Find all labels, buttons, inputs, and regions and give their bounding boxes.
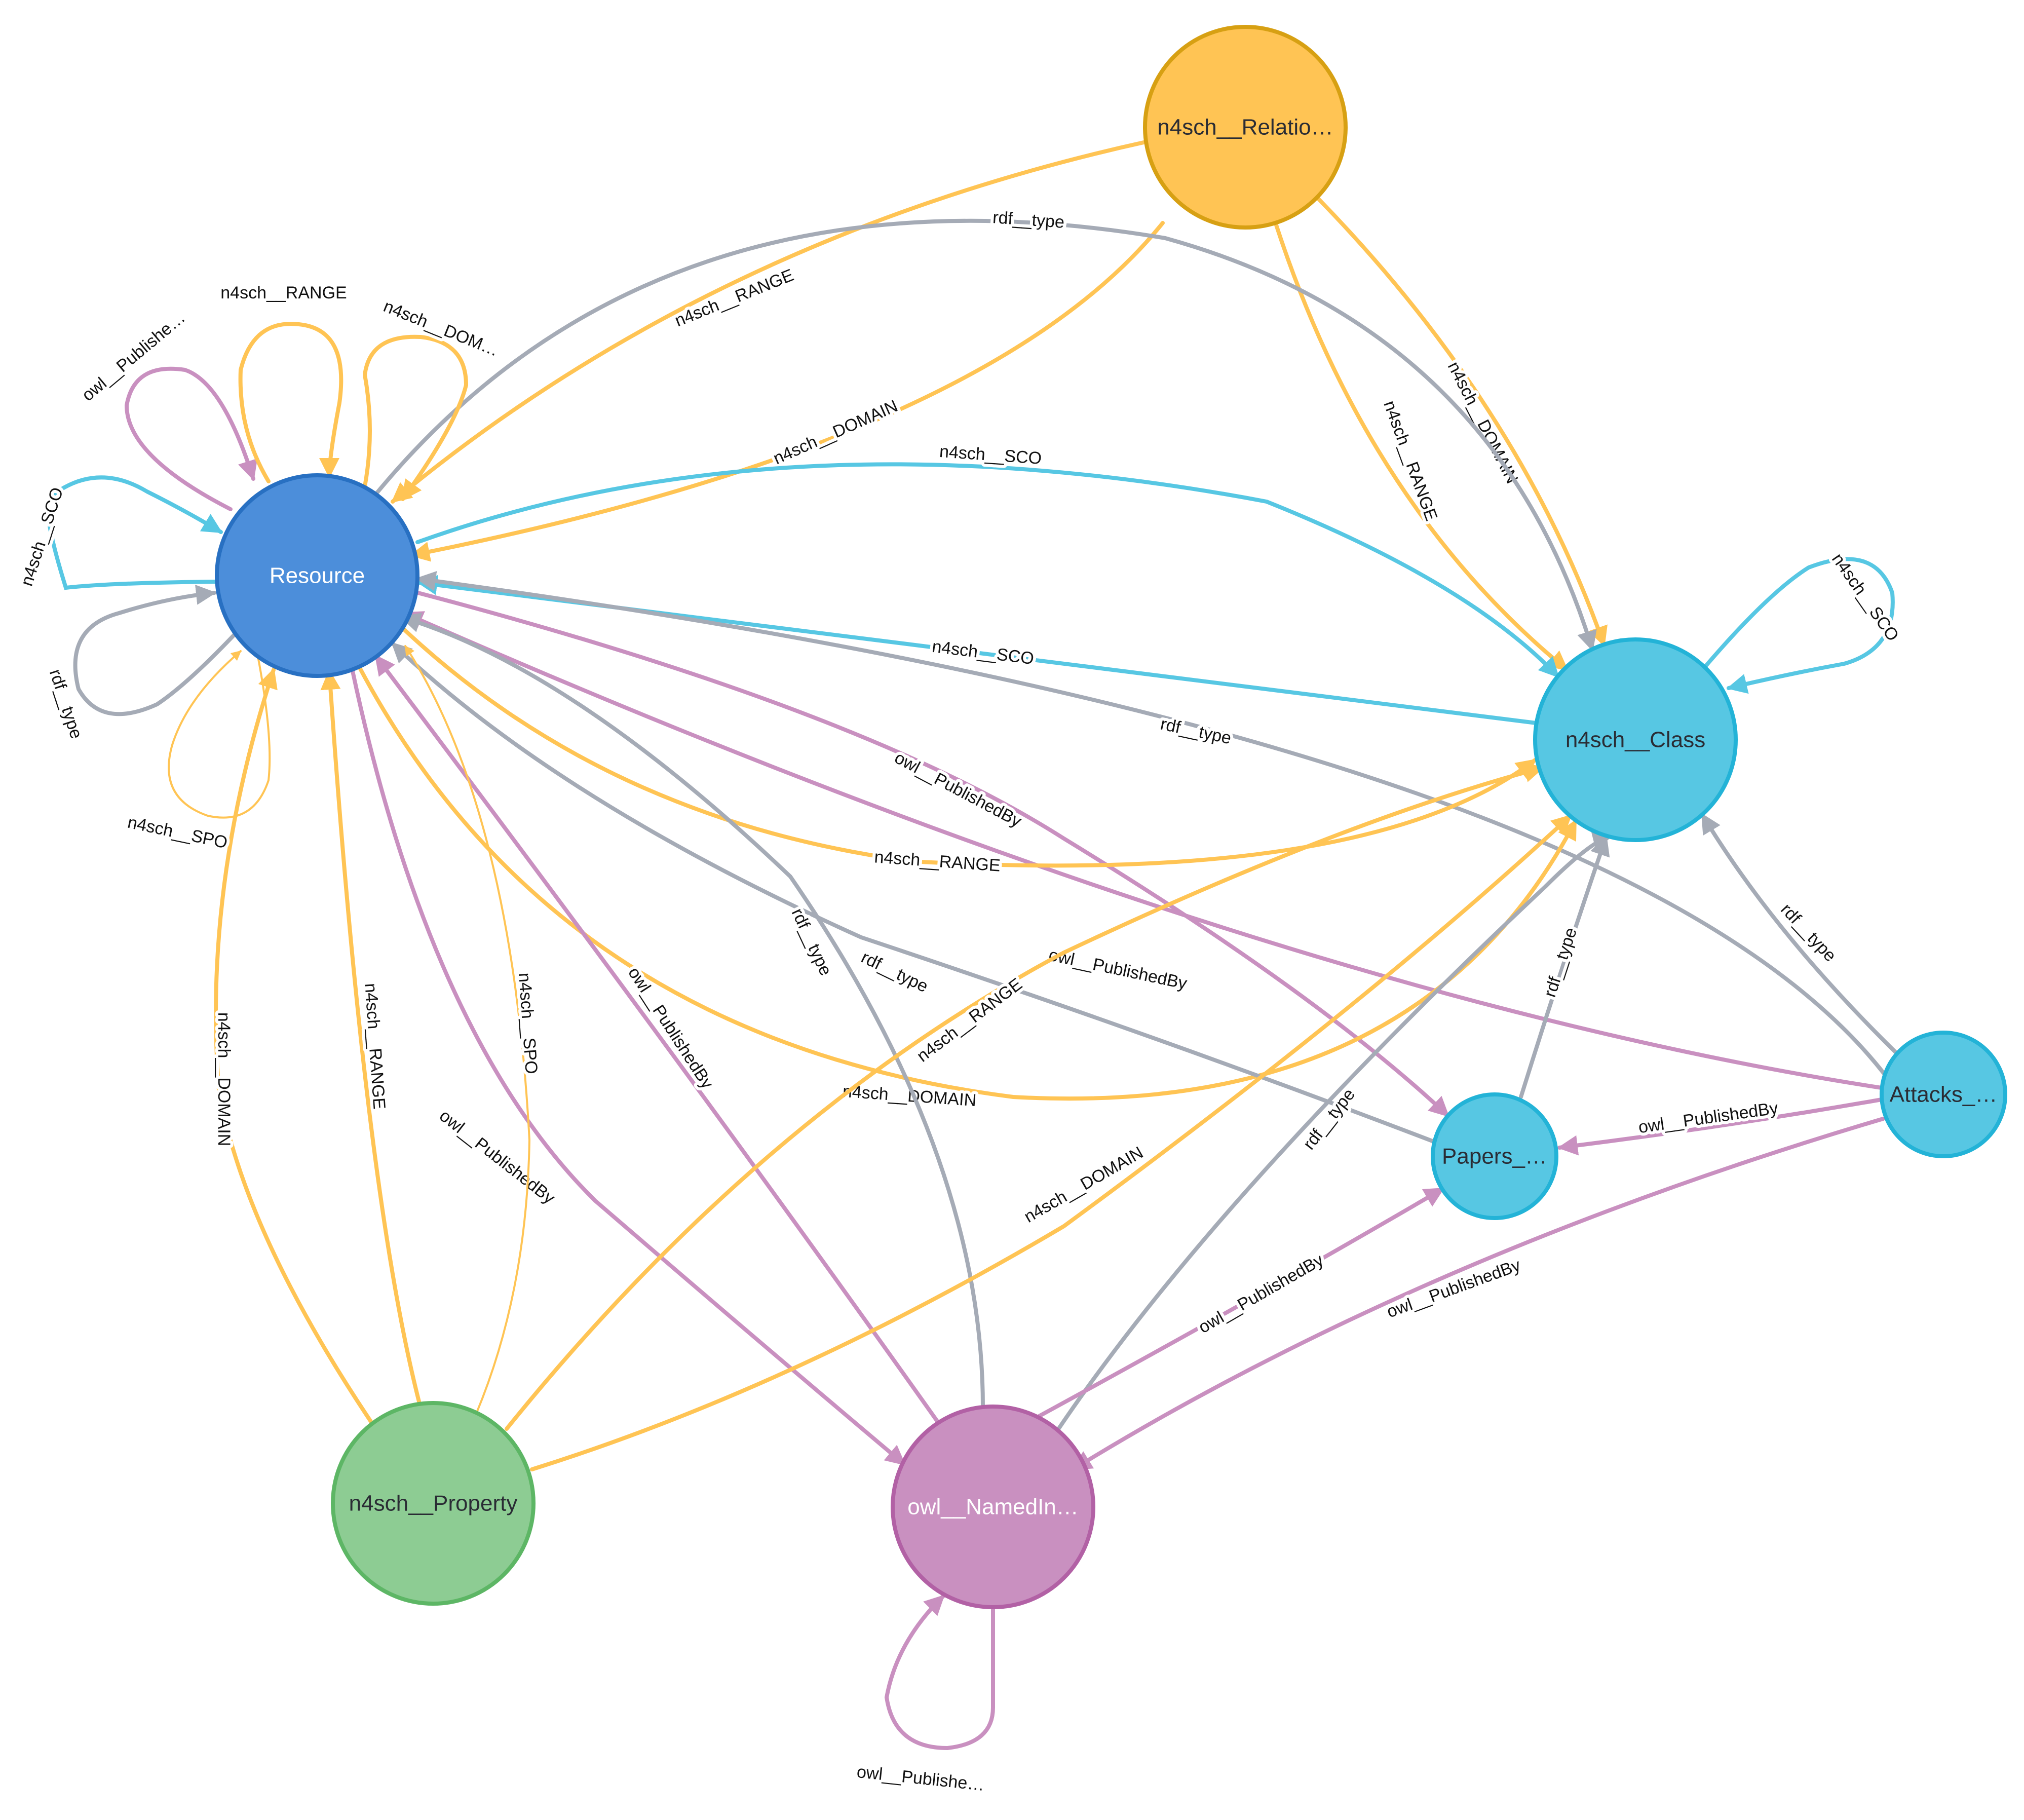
node-circle[interactable] [1431,1092,1558,1220]
edge-line[interactable] [1315,196,1608,647]
node-label: Attacks_… [1890,1082,1998,1107]
edge-label: n4sch__DOMAIN [1444,359,1522,487]
edge-label: rdf__type [1159,714,1233,748]
edge-line[interactable] [46,475,223,590]
edge-papers-class[interactable]: rdf__type [1519,835,1610,1099]
edge-line[interactable] [168,645,271,819]
edge-label: n4sch__RANGE [873,847,1001,875]
edge-line[interactable] [416,591,1450,1118]
node-label: n4sch__Class [1565,728,1705,752]
node-circle[interactable] [215,473,419,678]
edge-label: n4sch__DOM… [381,296,502,360]
edge-attacks-papers[interactable]: owl__PublishedBy [1557,1095,1884,1156]
node-label: owl__NamedIn… [907,1495,1079,1520]
node-attacks[interactable]: Attacks_… [1880,1031,2007,1158]
edge-relation-class[interactable]: n4sch__RANGE [1274,221,1569,672]
edge-line[interactable] [362,334,469,501]
edge-label: n4sch__SPO [515,972,541,1075]
edge-line[interactable] [530,814,1573,1471]
edge-label: n4sch__RANGE [913,974,1026,1066]
node-circle[interactable] [1143,25,1348,230]
node-label: Papers_… [1442,1144,1547,1169]
edge-line[interactable] [124,366,258,511]
edge-line[interactable] [1557,1097,1884,1156]
edge-line[interactable] [350,667,906,1466]
node-circle[interactable] [1533,637,1738,842]
edge-line[interactable] [238,322,343,483]
edge-line[interactable] [320,669,422,1406]
edge-class-class[interactable]: n4sch__SCO [1701,547,1905,694]
edge-line[interactable] [374,654,939,1423]
edge-line[interactable] [214,668,374,1426]
node-circle[interactable] [331,1401,536,1606]
edge-label: owl__PublishedBy [1384,1256,1523,1322]
edge-label: owl__PublishedBy [1195,1250,1327,1337]
node-label: n4sch__Relatio… [1157,115,1333,140]
edge-label: owl__PublishedBy [1637,1098,1779,1137]
edge-label: owl__PublishedBy [624,964,717,1092]
edge-label: owl__Publishe… [78,308,188,405]
node-resource[interactable]: Resource [215,473,419,678]
edge-line[interactable] [415,462,1560,678]
edge-line[interactable] [1071,1117,1885,1471]
node-circle[interactable] [891,1405,1095,1609]
edge-line[interactable] [1701,557,1895,694]
edge-label: owl__PublishedBy [436,1106,558,1208]
edge-label: n4sch__RANGE [220,283,347,302]
edge-label: rdf__type [992,208,1065,232]
edge-line[interactable] [409,221,1165,562]
nodes-layer: Resource n4sch__Class n4sch__Relatio… n4sch… [215,25,2007,1609]
edge-named-named[interactable]: owl__Publishe… [853,1594,996,1798]
edge-property-resource[interactable]: n4sch__RANGE [320,669,422,1406]
edge-resource-resource[interactable]: n4sch__RANGE [217,280,350,483]
edge-line[interactable] [391,140,1148,504]
edge-line[interactable] [1519,835,1610,1099]
edge-named-resource[interactable]: owl__PublishedBy [374,654,939,1423]
edge-line[interactable] [1056,830,1613,1432]
node-label: n4sch__Property [349,1491,518,1516]
edge-line[interactable] [1274,221,1569,672]
edge-resource-class[interactable]: n4sch__RANGE [401,626,1537,879]
edge-resource-class[interactable]: rdf__type [374,205,1597,652]
edge-line[interactable] [402,611,1884,1090]
edge-line[interactable] [400,613,985,1409]
edge-label: rdf__type [858,947,931,996]
edge-label: rdf__type [46,667,86,741]
edge-label: n4sch__DOMAIN [214,1012,234,1147]
edge-line[interactable] [1700,813,1899,1056]
node-papers[interactable]: Papers_… [1431,1092,1558,1220]
edge-attacks-class[interactable]: rdf__type [1700,813,1899,1056]
edge-resource-resource[interactable]: rdf__type [43,584,238,744]
edge-resource-resource[interactable]: n4sch__SCO [14,475,223,591]
edge-line[interactable] [401,626,1537,868]
edge-line[interactable] [415,571,1886,1075]
edge-line[interactable] [404,645,531,1415]
edge-line[interactable] [73,584,238,716]
edge-line[interactable] [374,218,1597,652]
edge-relation-resource[interactable]: n4sch__RANGE [391,140,1148,504]
edge-line[interactable] [884,1594,996,1751]
edge-line[interactable] [505,762,1545,1431]
node-class[interactable]: n4sch__Class [1533,637,1738,842]
edge-label: n4sch__RANGE [672,266,796,331]
edge-label: n4sch__SPO [126,813,229,853]
edge-label: rdf__type [1540,925,1581,1000]
edge-resource-resource[interactable]: n4sch__SPO [123,645,271,855]
edge-label: n4sch__DOMAIN [771,396,901,468]
edge-property-class[interactable]: n4sch__DOMAIN [530,814,1573,1471]
edge-property-resource[interactable]: n4sch__DOMAIN [211,668,374,1426]
node-named[interactable]: owl__NamedIn… [891,1405,1095,1609]
edge-label: owl__Publishe… [856,1762,985,1795]
edge-label: n4sch__RANGE [1380,398,1441,523]
node-property[interactable]: n4sch__Property [331,1401,536,1606]
edge-line[interactable] [1030,1187,1445,1422]
node-label: Resource [270,563,365,588]
node-circle[interactable] [1880,1031,2007,1158]
edge-label: n4sch__SCO [931,637,1035,668]
node-relation[interactable]: n4sch__Relatio… [1143,25,1348,230]
